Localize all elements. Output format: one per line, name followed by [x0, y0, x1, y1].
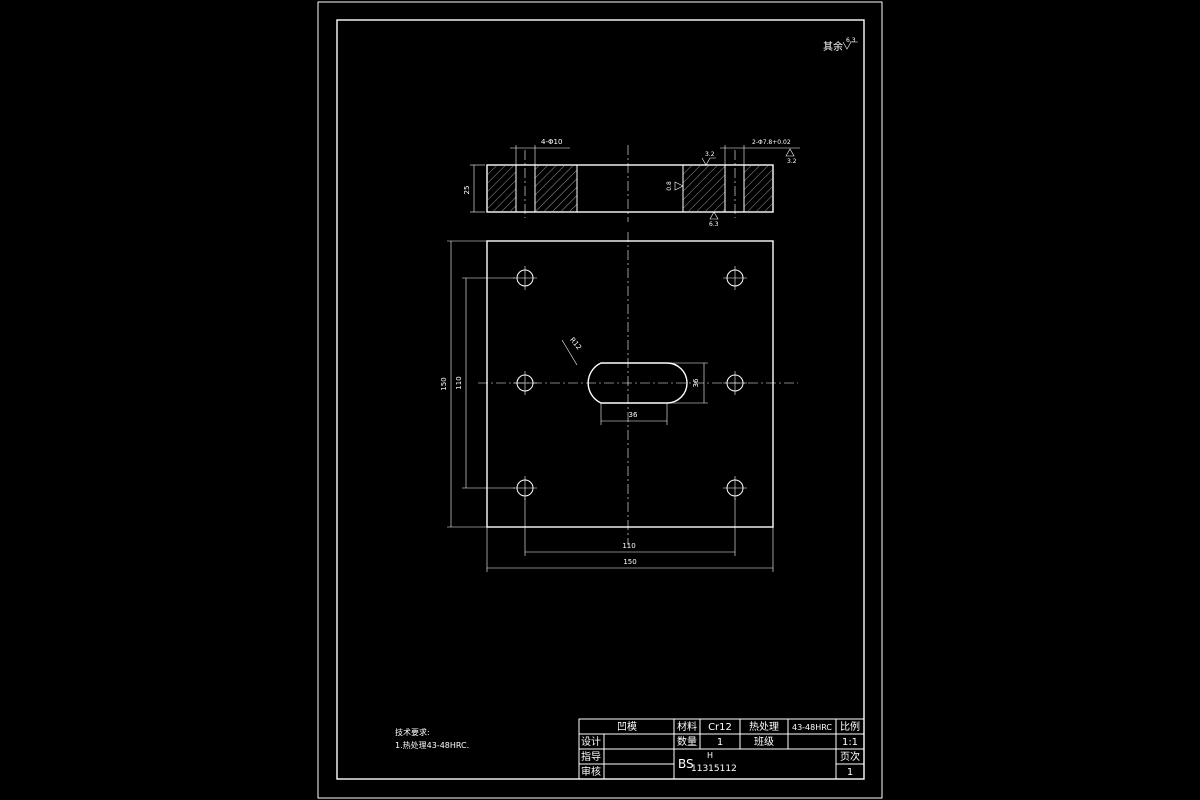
tb-review-label: 审核 [581, 765, 601, 778]
mounting-hole-bottom-right [723, 476, 747, 500]
hatch-zone-right-b [744, 166, 772, 211]
section-outline [486, 164, 774, 213]
tb-page-value: 1 [847, 767, 853, 778]
tb-heat-label: 热处理 [749, 720, 779, 733]
slot-height-dim: 36 [692, 378, 700, 387]
section-view: 25 4-Φ10 2-Φ7.8+0.02 3.2 3.2 0.8 6.3 [463, 138, 800, 228]
tb-material-value: Cr12 [708, 722, 732, 733]
roughness-side-value: 0.8 [666, 181, 673, 191]
surface-note-text: 其余 [823, 40, 843, 53]
hole-pitch-vertical-dim: 110 [455, 376, 463, 389]
sheet-outer-border [317, 1, 883, 799]
tb-design-label: 设计 [581, 735, 601, 748]
hatch-zone-left-a [488, 166, 516, 211]
plan-view: R12 36 36 150 110 110 150 [440, 232, 798, 572]
outer-height-dim: 150 [440, 377, 448, 390]
roughness-right-value: 3.2 [787, 158, 797, 165]
tb-part-name: 凹模 [617, 721, 637, 733]
dowel-hole-right [723, 371, 747, 395]
tb-heat-value: 43-48HRC [792, 723, 832, 732]
die-cavity-slot [587, 362, 688, 404]
tb-drawing-no-sub: H [707, 751, 713, 760]
tb-scale-value: 1:1 [842, 737, 858, 748]
tb-scale-label: 比例 [840, 720, 860, 733]
tb-material-label: 材料 [677, 720, 697, 733]
tb-drawing-no: 11315112 [691, 764, 737, 774]
mounting-hole-top-right [723, 266, 747, 290]
hatch-zone-right-a [683, 166, 725, 211]
tb-page-label: 页次 [840, 750, 860, 763]
surface-note-roughness: 6.3 [846, 37, 856, 44]
roughness-bottom-value: 6.3 [709, 221, 719, 228]
tb-guide-label: 指导 [581, 750, 601, 763]
mounting-hole-bottom-left [513, 476, 537, 500]
roughness-top-value: 3.2 [705, 151, 715, 158]
tech-req-item-1: 1.热处理43-48HRC. [395, 740, 469, 750]
outer-width-dim: 150 [623, 558, 636, 566]
mounting-hole-top-left [513, 266, 537, 290]
slot-radius-dim: R12 [568, 336, 583, 352]
roughness-symbol-icon [842, 41, 858, 50]
precision-hole-callout: 2-Φ7.8+0.02 [752, 139, 791, 146]
roughness-bottom-icon [709, 211, 719, 220]
hatch-zone-left-b [535, 166, 577, 211]
hole-callout: 4-Φ10 [541, 138, 562, 146]
roughness-side-icon [674, 181, 684, 191]
hole-pitch-horizontal-dim: 110 [622, 542, 635, 550]
tech-requirements: 技术要求: 1.热处理43-48HRC. [395, 727, 469, 750]
roughness-top-icon [701, 157, 716, 166]
surface-finish-note: 其余 6.3 [823, 37, 858, 53]
roughness-right-icon [785, 148, 795, 157]
title-block: 凹模 材料 Cr12 热处理 43-48HRC 比例 设计 数量 1 班级 1:… [578, 718, 865, 780]
tb-qty-label: 数量 [677, 735, 697, 748]
section-thickness-dim: 25 [463, 186, 471, 195]
plate-outline [486, 240, 774, 528]
slot-length-dim: 36 [629, 411, 638, 419]
sheet-inner-frame [336, 19, 865, 780]
tb-qty-value: 1 [717, 737, 723, 748]
dowel-hole-left [513, 371, 537, 395]
tech-req-title: 技术要求: [395, 727, 430, 737]
tb-class-label: 班级 [754, 736, 774, 748]
tb-drawing-no-prefix: BS [678, 757, 694, 771]
